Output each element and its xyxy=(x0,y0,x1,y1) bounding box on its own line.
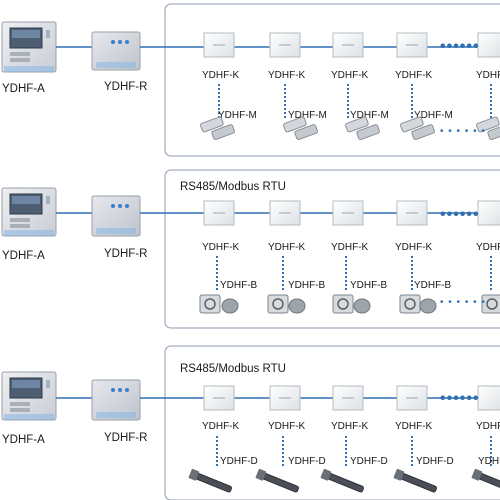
field-panel xyxy=(164,169,500,329)
more-sensors-ellipsis: • • • • • • xyxy=(440,297,486,308)
relay-label: YDHF-R xyxy=(104,432,147,444)
sensor-label: YDHF-B xyxy=(414,280,452,291)
module-label: YDHF-K xyxy=(331,421,369,432)
module-label: YDHF-K xyxy=(476,421,500,432)
io-module xyxy=(477,32,500,58)
controller-cabinet xyxy=(1,371,57,421)
io-module xyxy=(269,200,301,226)
relay-box xyxy=(91,31,141,71)
controller-label: YDHF-A xyxy=(2,250,45,262)
module-label: YDHF-K xyxy=(331,70,369,81)
relay-label: YDHF-R xyxy=(104,81,147,93)
button-sensor xyxy=(199,294,239,314)
io-module xyxy=(332,32,364,58)
module-label: YDHF-K xyxy=(268,242,306,253)
io-module xyxy=(332,200,364,226)
sensor-label: YDHF-D xyxy=(288,456,326,467)
io-module xyxy=(269,385,301,411)
magnet-sensor xyxy=(283,116,318,140)
module-label: YDHF-K xyxy=(476,242,500,253)
module-label: YDHF-K xyxy=(476,70,500,81)
io-module xyxy=(477,385,500,411)
module-label: YDHF-K xyxy=(331,242,369,253)
io-module xyxy=(477,200,500,226)
controller-label: YDHF-A xyxy=(2,83,45,95)
relay-label: YDHF-R xyxy=(104,248,147,260)
sensor-label: YDHF-B xyxy=(288,280,326,291)
sensor-label: YDHF-M xyxy=(288,110,327,121)
io-module xyxy=(396,32,428,58)
io-module xyxy=(332,385,364,411)
io-module xyxy=(396,385,428,411)
rod-sensor xyxy=(393,468,437,493)
rod-sensor xyxy=(320,468,364,493)
io-module xyxy=(203,385,235,411)
sensor-label: YDHF-B xyxy=(220,280,258,291)
controller-cabinet xyxy=(1,21,57,73)
magnet-sensor xyxy=(200,116,235,140)
sensor-label: YDHF-M xyxy=(350,110,389,121)
button-sensor xyxy=(267,294,306,314)
controller-cabinet xyxy=(1,187,57,237)
button-sensor xyxy=(481,294,500,314)
relay-box xyxy=(91,379,141,421)
sensor-label: YDHF-D xyxy=(478,456,500,467)
sensor-label: YDHF-D xyxy=(220,456,258,467)
magnet-sensor xyxy=(345,116,380,140)
rod-sensor xyxy=(188,468,232,493)
io-module xyxy=(203,200,235,226)
button-sensor xyxy=(399,294,437,314)
button-sensor xyxy=(332,294,371,314)
module-label: YDHF-K xyxy=(268,70,306,81)
controller-label: YDHF-A xyxy=(2,434,45,446)
magnet-sensor xyxy=(400,116,435,140)
module-label: YDHF-K xyxy=(202,242,240,253)
sensor-label: YDHF-B xyxy=(350,280,388,291)
more-sensors-ellipsis: • • • • • • xyxy=(440,126,486,137)
sensor-label: YDHF-M xyxy=(218,110,257,121)
bus-protocol-label: RS485/Modbus RTU xyxy=(180,363,286,375)
system-row-3: RS485/Modbus RTU YDHF-A YDHF-R •••••• YD… xyxy=(1,345,500,500)
more-modules-ellipsis: •••••• xyxy=(440,38,480,55)
rod-sensor xyxy=(255,468,299,493)
module-label: YDHF-K xyxy=(395,70,433,81)
io-module xyxy=(396,200,428,226)
more-modules-ellipsis: •••••• xyxy=(440,206,480,223)
module-label: YDHF-K xyxy=(268,421,306,432)
sensor-label: YDHF-D xyxy=(350,456,388,467)
sensor-label: YDHF-D xyxy=(416,456,454,467)
module-label: YDHF-K xyxy=(395,421,433,432)
io-module xyxy=(269,32,301,58)
module-label: YDHF-K xyxy=(202,421,240,432)
relay-box xyxy=(91,195,141,237)
module-label: YDHF-K xyxy=(202,70,240,81)
magnet-sensor xyxy=(476,116,500,140)
field-panel xyxy=(164,3,500,157)
module-label: YDHF-K xyxy=(395,242,433,253)
rod-sensor xyxy=(471,468,500,489)
system-row-2: RS485/Modbus RTU YDHF-A YDHF-R •••••• YD… xyxy=(1,169,500,329)
sensor-label: YDHF-M xyxy=(414,110,453,121)
more-modules-ellipsis: •••••• xyxy=(440,390,480,407)
system-row-1: YDHF-A YDHF-R •••••• YDHF-K YDHF-K YDHF-… xyxy=(1,3,500,157)
bus-protocol-label: RS485/Modbus RTU xyxy=(180,181,286,193)
field-panel xyxy=(164,345,500,500)
io-module xyxy=(203,32,235,58)
